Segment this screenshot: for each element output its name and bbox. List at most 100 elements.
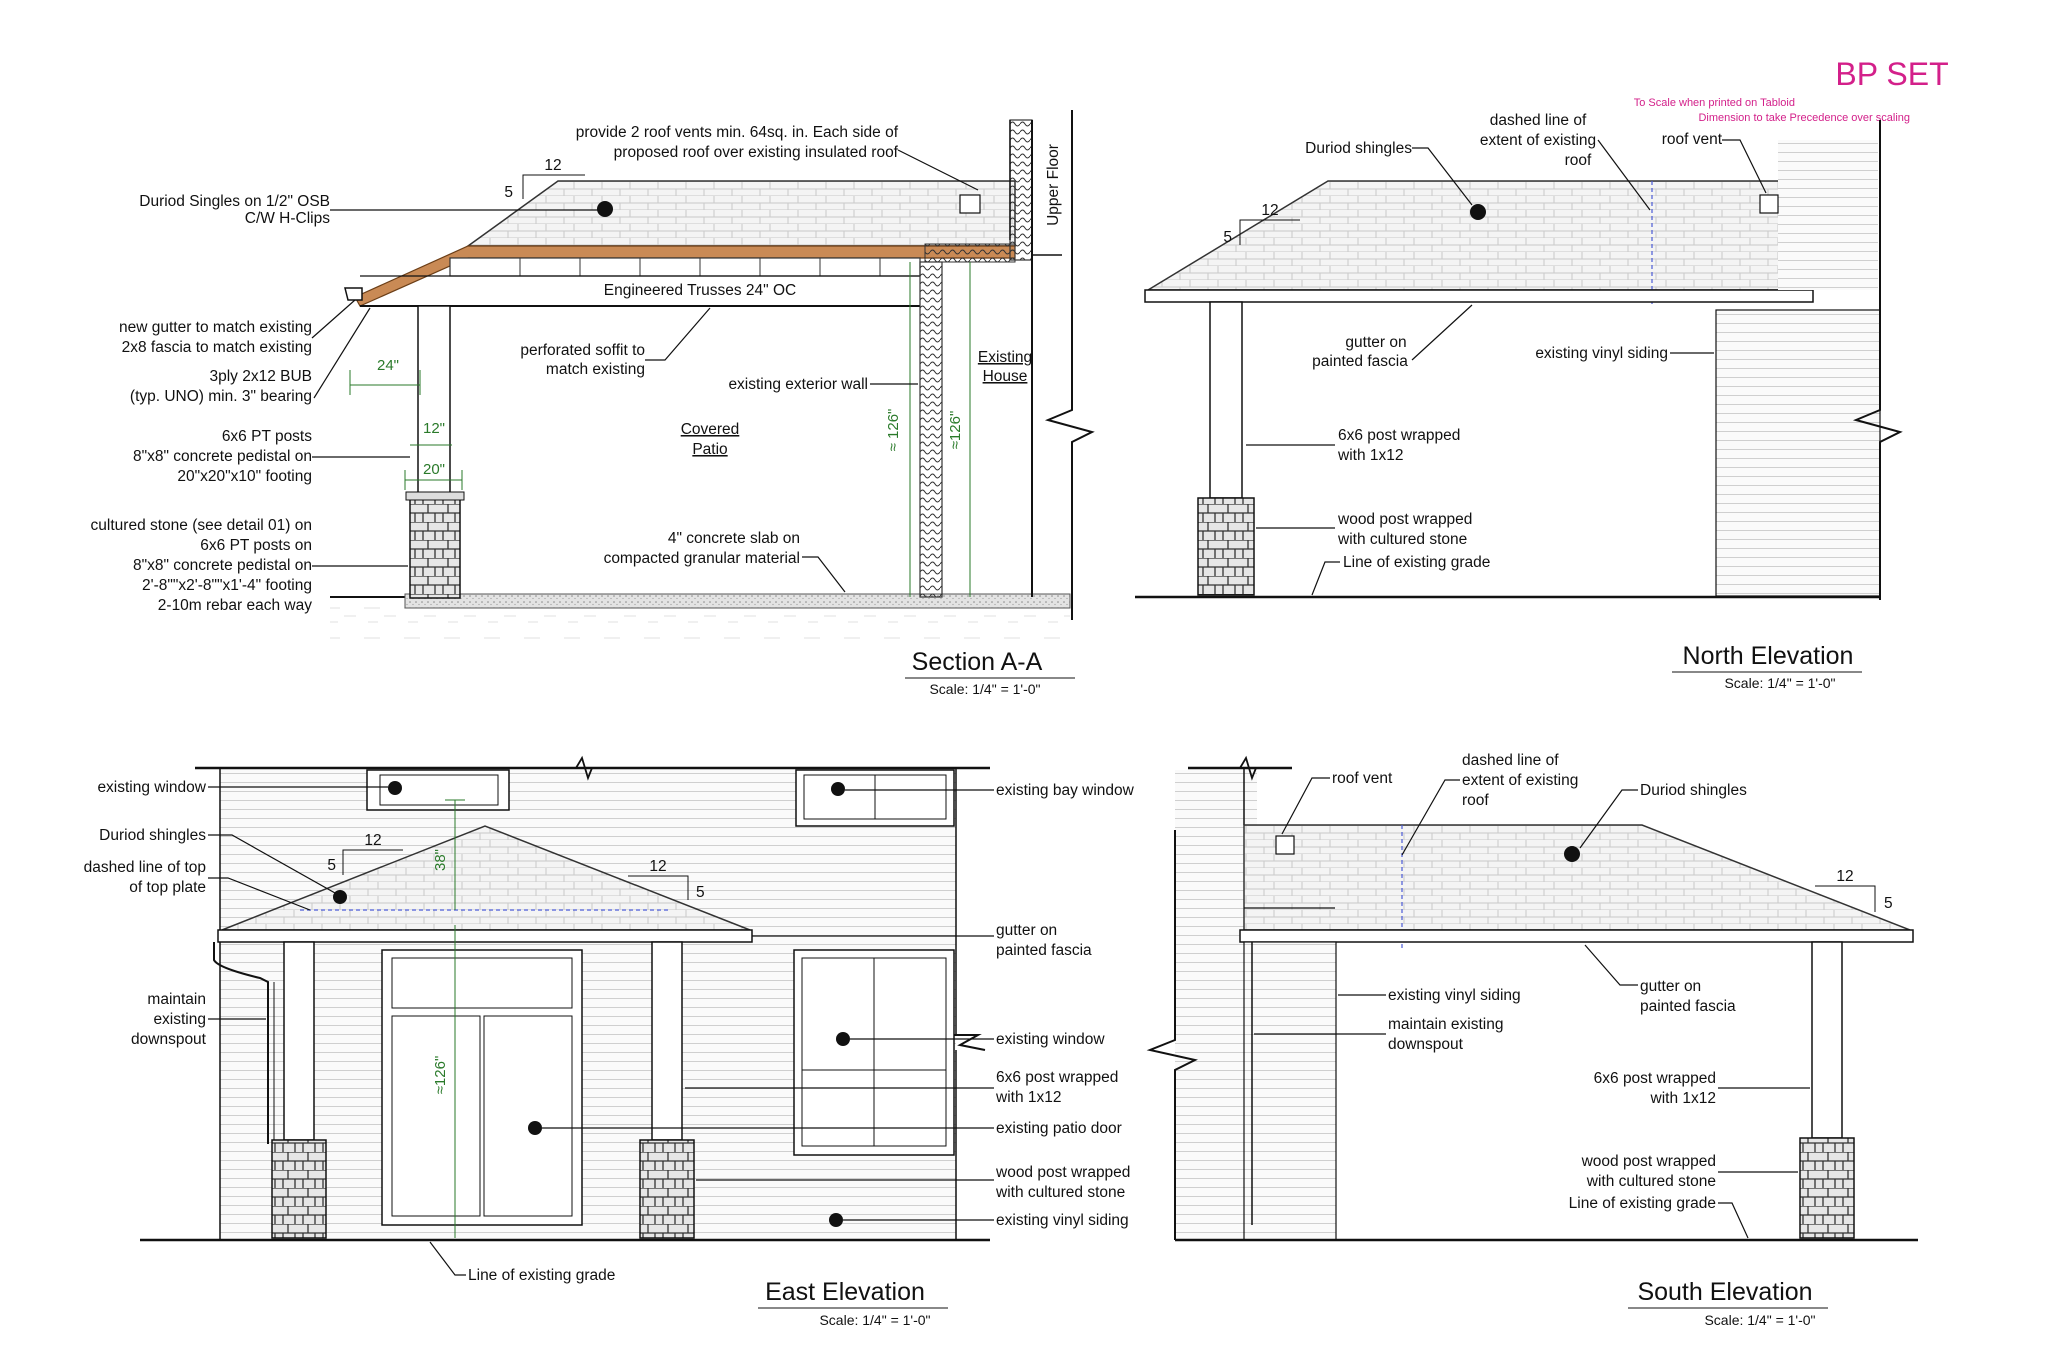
section-title: Section A-A [912,648,1043,676]
south-grade-note: Line of existing grade [1569,1195,1716,1212]
south-siding-note: existing vinyl siding [1388,987,1521,1004]
east-door-note: existing patio door [996,1120,1122,1137]
north-post [1209,301,1243,499]
ext-wall-note: existing exterior wall [728,376,868,393]
east-window2-note: existing window [996,1031,1105,1048]
soffit-note-line1: perforated soffit to [520,342,645,359]
north-roof [1145,180,1811,291]
north-title: North Elevation [1683,642,1854,670]
south-downspout-note-1: maintain existing [1388,1016,1503,1033]
east-siding-note: existing vinyl siding [996,1212,1129,1229]
north-elevation: 12 5 Duriod shingles dashed line of exte… [1135,112,1903,691]
north-stone-note-1: wood post wrapped [1337,511,1472,528]
upper-floor-wall [1009,119,1033,261]
south-pitch-indicator: 12 5 [1815,868,1893,912]
south-roof [1243,824,1911,931]
svg-text:12: 12 [364,832,381,849]
stone-note-line4: 2'-8""x2'-8""x1'-4" footing [142,577,312,594]
east-stone-base-left [271,1139,327,1239]
gutter-note-line1: new gutter to match existing [119,319,312,336]
slab-note-line1: 4" concrete slab on [668,530,800,547]
svg-text:38": 38" [432,849,449,871]
east-title: East Elevation [765,1278,925,1306]
shingles-note-line1: Duriod Singles on 1/2" OSB [139,193,330,210]
east-gutter-note-2: painted fascia [996,942,1092,959]
east-window-note: existing window [97,779,206,796]
stamp-title: BP SET [1835,56,1948,92]
north-dashed-note-3: roof [1565,152,1592,169]
north-stone-note-2: with cultured stone [1337,531,1467,548]
north-grade-note: Line of existing grade [1343,554,1490,571]
east-bay-note: existing bay window [996,782,1135,799]
bub-note-line2: (typ. UNO) min. 3" bearing [130,388,312,405]
south-gutter-note-2: painted fascia [1640,998,1736,1015]
stone-note-line2: 6x6 PT posts on [200,537,312,554]
section-shingles-dot [597,201,613,217]
svg-text:12: 12 [649,858,666,875]
north-post-note-2: with 1x12 [1337,447,1403,464]
east-post-right [651,941,683,1141]
section-pitch-indicator: 12 5 [504,157,585,201]
covered-patio-label-1: Covered [681,421,740,438]
east-shingles-note: Duriod shingles [99,827,206,844]
concrete-slab [404,593,1071,609]
south-break-line [1146,830,1198,1240]
stone-note-line3: 8"x8" concrete pedistal on [133,557,312,574]
stone-note-line1: cultured stone (see detail 01) on [91,517,312,534]
south-dashed-note-3: roof [1462,792,1489,809]
south-post-note-2: with 1x12 [1650,1090,1716,1107]
north-break-line [1852,120,1903,600]
east-stone-note-1: wood post wrapped [995,1164,1130,1181]
north-gutter-note-2: painted fascia [1312,353,1408,370]
east-gutter-note-1: gutter on [996,922,1057,939]
north-shingles-dot [1470,204,1486,220]
svg-text:≈126": ≈126" [432,1056,449,1095]
stamp-note-scale: To Scale when printed on Tabloid [1634,97,1795,109]
south-stone-note-1: wood post wrapped [1581,1153,1716,1170]
svg-text:≈ 126": ≈ 126" [885,409,902,452]
north-scale: Scale: 1/4" = 1'-0" [1724,675,1835,691]
south-dashed-note-2: extent of existing [1462,772,1578,789]
south-shingles-dot [1564,846,1580,862]
existing-exterior-wall [919,261,943,598]
vents-note-line2: proposed roof over existing insulated ro… [614,144,899,161]
svg-text:12: 12 [1261,202,1278,219]
svg-text:12: 12 [1836,868,1853,885]
existing-house-label-2: House [983,368,1028,385]
section-stone-base [409,497,461,599]
east-downspout-note-2: existing [153,1011,206,1028]
east-topplate-note-1: dashed line of top [84,859,206,876]
south-gutter-note-1: gutter on [1640,978,1701,995]
section-roof-vent [959,194,981,214]
east-post-note-1: 6x6 post wrapped [996,1069,1118,1086]
south-scale: Scale: 1/4" = 1'-0" [1704,1312,1815,1328]
posts-note-line3: 20"x20"x10" footing [177,468,312,485]
section-roof-shingles [465,180,1016,247]
posts-note-line2: 8"x8" concrete pedistal on [133,448,312,465]
south-stone-base [1799,1137,1855,1239]
trusses-label: Engineered Trusses 24" OC [604,282,796,299]
svg-text:5: 5 [504,184,513,201]
stone-note-line5: 2-10m rebar each way [158,597,312,614]
svg-text:5: 5 [696,884,705,901]
north-siding-note: existing vinyl siding [1535,345,1668,362]
east-pitch-left: 12 5 [327,832,403,875]
east-fascia [217,929,753,943]
shingles-note-line2: C/W H-Clips [245,210,330,227]
svg-text:5: 5 [327,857,336,874]
svg-text:5: 5 [1223,229,1232,246]
south-post-note-1: 6x6 post wrapped [1594,1070,1716,1087]
north-stone-base [1197,497,1255,596]
east-topplate-note-2: of top plate [129,879,206,896]
gutter-note-line2: 2x8 fascia to match existing [122,339,312,356]
soffit-note-line2: match existing [546,361,645,378]
south-roof-vent [1275,835,1295,855]
south-title: South Elevation [1637,1278,1812,1306]
south-existing-siding [1243,941,1337,1241]
east-downspout-note-1: maintain [147,991,206,1008]
north-post-note-1: 6x6 post wrapped [1338,427,1460,444]
north-existing-siding [1715,309,1881,597]
north-shingles-note: Duriod shingles [1305,140,1412,157]
north-fascia [1144,289,1814,303]
